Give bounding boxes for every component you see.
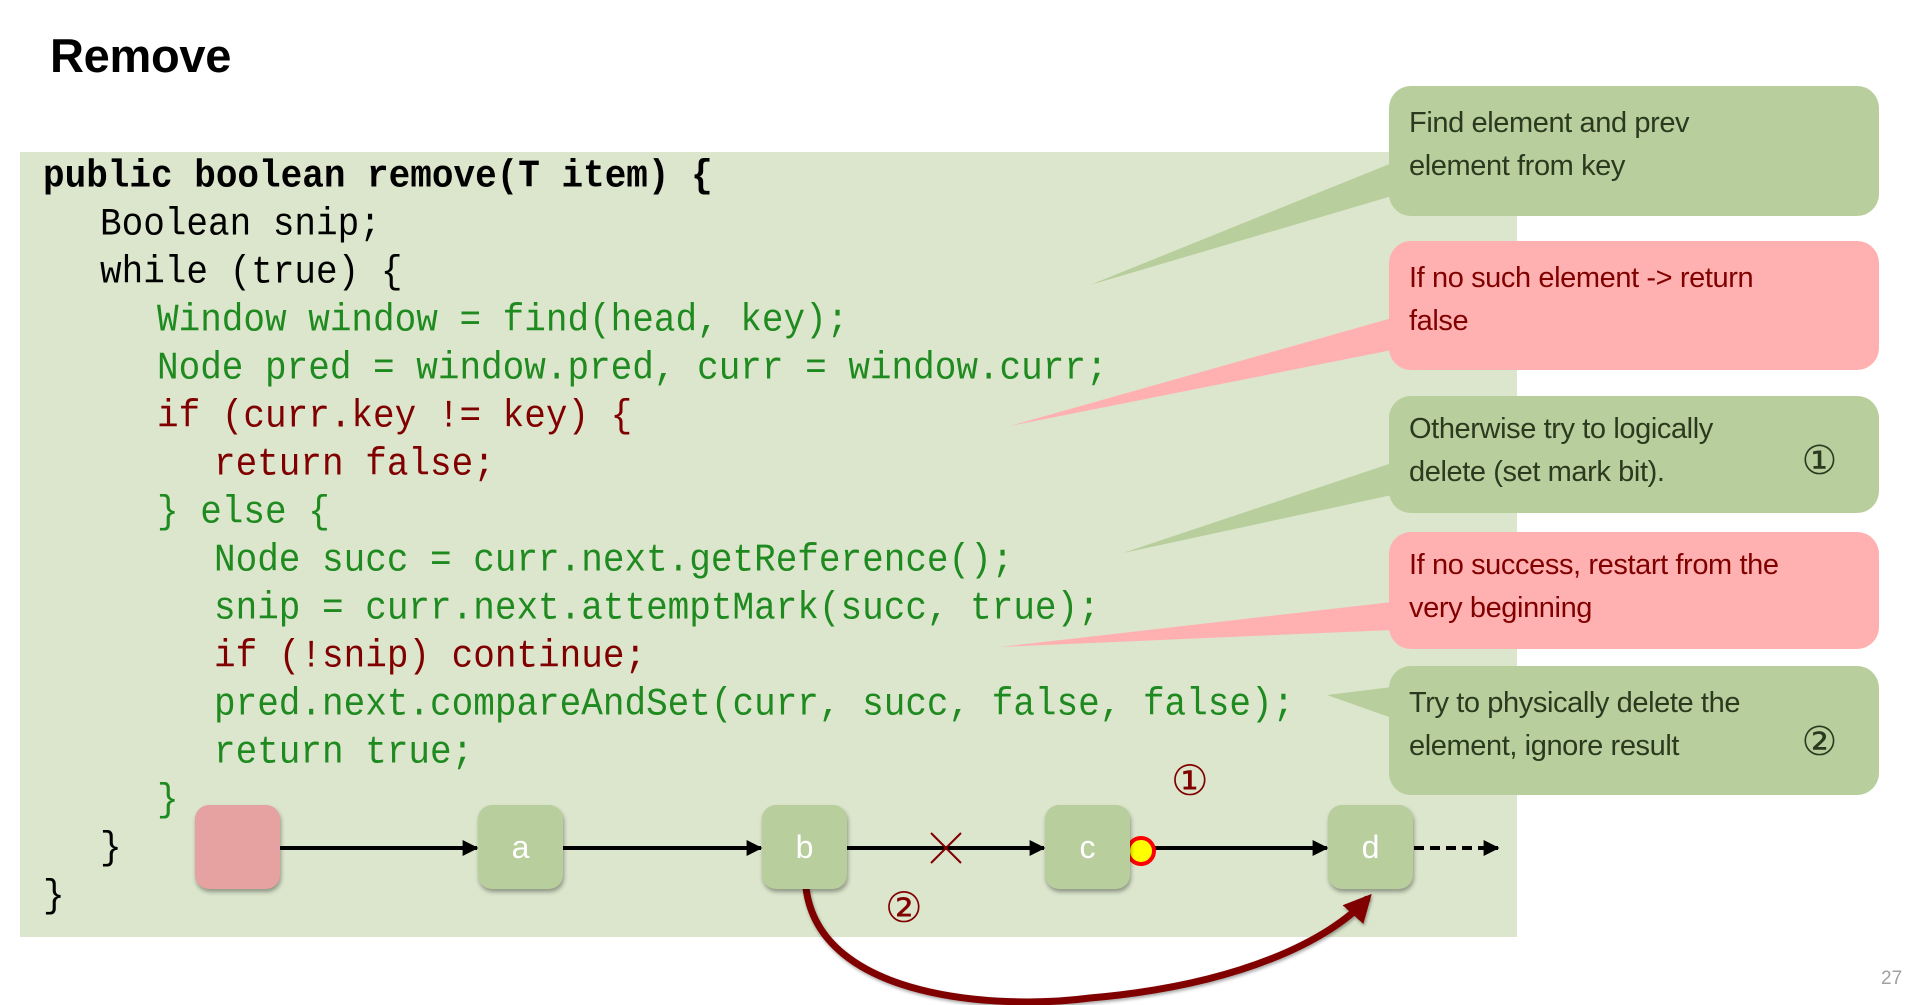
- callout-logical-delete: Otherwise try to logically delete (set m…: [1389, 396, 1879, 513]
- callout-restart: If no success, restart from the very beg…: [1389, 532, 1879, 649]
- code-line: } else {: [157, 490, 330, 535]
- list-node-head: [195, 805, 280, 889]
- callout-tail-physical-delete: [1327, 687, 1392, 718]
- code-line: Node pred = window.pred, curr = window.c…: [157, 346, 1108, 391]
- code-line: if (!snip) continue;: [214, 634, 647, 679]
- callout-find-element: Find element and prev element from key: [1389, 86, 1879, 216]
- code-line: }: [100, 826, 122, 871]
- list-node-b: b: [762, 805, 847, 889]
- list-node-a: a: [478, 805, 563, 889]
- code-line: while (true) {: [100, 250, 403, 295]
- cut-link-x-icon: [930, 832, 962, 864]
- callout-text-line: element from key: [1409, 150, 1626, 182]
- callout-no-such-element: If no such element -> return false: [1389, 241, 1879, 370]
- callout-text-line: If no success, restart from the: [1409, 549, 1779, 581]
- callout-text-line: Otherwise try to logically: [1409, 413, 1713, 445]
- code-line: return true;: [214, 730, 474, 775]
- step-marker-2-icon: ②: [1801, 719, 1838, 765]
- code-line: snip = curr.next.attemptMark(succ, true)…: [214, 586, 1100, 631]
- callout-physical-delete: Try to physically delete the element, ig…: [1389, 666, 1879, 795]
- list-node-c: c: [1045, 805, 1130, 889]
- step-marker-physical-delete: ②: [885, 883, 923, 932]
- callout-text-line: If no such element -> return: [1409, 262, 1754, 294]
- list-node-d: d: [1328, 805, 1413, 889]
- callout-text-line: very beginning: [1409, 592, 1593, 624]
- callout-text-line: Find element and prev: [1409, 107, 1690, 139]
- mark-bit-icon: [1126, 836, 1156, 866]
- step-marker-1-icon: ①: [1801, 438, 1838, 484]
- code-line: Boolean snip;: [100, 202, 381, 247]
- callout-tail-find: [1090, 163, 1392, 285]
- callout-tail-restart: [1000, 602, 1392, 647]
- slide-title: Remove: [50, 29, 232, 82]
- step-marker-logical-delete: ①: [1171, 756, 1209, 805]
- code-line: public boolean remove(T item) {: [43, 154, 713, 199]
- code-line: }: [43, 874, 65, 919]
- code-line: Node succ = curr.next.getReference();: [214, 538, 1014, 583]
- callout-tail-no-element: [1010, 318, 1392, 426]
- callout-text-line: delete (set mark bit).: [1409, 456, 1665, 488]
- code-line: return false;: [214, 442, 495, 487]
- code-line: if (curr.key != key) {: [157, 394, 633, 439]
- callout-text-line: element, ignore result: [1409, 730, 1680, 762]
- code-line: pred.next.compareAndSet(curr, succ, fals…: [214, 682, 1295, 727]
- code-line: }: [157, 778, 179, 823]
- page-number: 27: [1881, 968, 1903, 989]
- bypass-arrow-b-to-d: [802, 887, 1372, 1005]
- callout-tail-logical-delete: [1123, 463, 1392, 553]
- callout-text-line: Try to physically delete the: [1409, 687, 1741, 719]
- callout-text-line: false: [1409, 305, 1469, 337]
- code-line: Window window = find(head, key);: [157, 298, 849, 343]
